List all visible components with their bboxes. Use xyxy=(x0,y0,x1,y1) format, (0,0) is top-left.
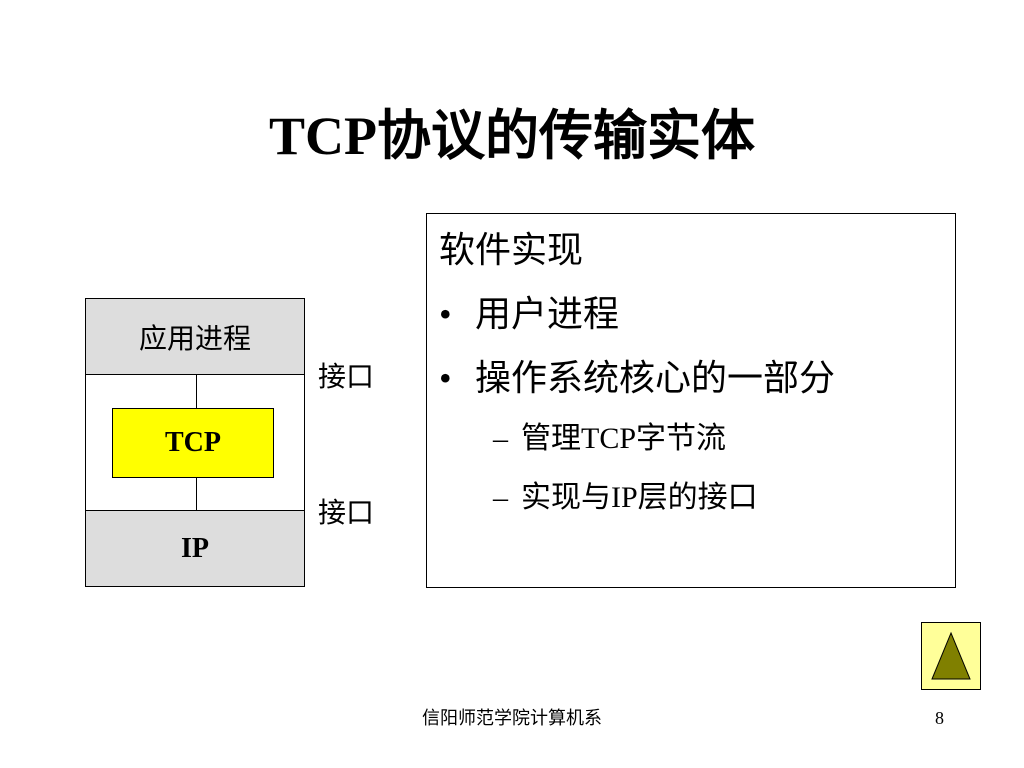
bullet-marker: • xyxy=(439,294,452,334)
sub-bullet-marker: – xyxy=(493,422,508,455)
triangle-up-icon xyxy=(931,631,971,680)
tcp-layer-box: TCP xyxy=(112,408,274,478)
application-layer-label: 应用进程 xyxy=(138,323,251,355)
bullet-text: 操作系统核心的一部分 xyxy=(475,358,836,398)
interface-label-top: 接口 xyxy=(318,362,375,393)
application-layer-box: 应用进程 xyxy=(86,299,304,375)
sub-bullet-marker: – xyxy=(493,481,508,514)
tcp-layer-label: TCP xyxy=(165,427,221,458)
sub-bullet-text: 管理TCP字节流 xyxy=(521,422,727,455)
protocol-stack-diagram: 应用进程 TCP IP xyxy=(85,298,305,587)
ip-layer-label: IP xyxy=(181,532,209,564)
interface-label-bottom: 接口 xyxy=(318,498,375,529)
sub-bullet-item: –管理TCP字节流 xyxy=(493,420,726,458)
sub-bullet-item: –实现与IP层的接口 xyxy=(493,479,758,517)
text-box-heading: 软件实现 xyxy=(439,230,584,270)
bullet-text: 用户进程 xyxy=(475,294,620,334)
connector-line-top xyxy=(196,375,197,408)
ip-layer-box: IP xyxy=(86,510,304,586)
connector-line-bottom xyxy=(196,478,197,511)
navigation-home-button[interactable] xyxy=(921,622,981,690)
sub-bullet-text: 实现与IP层的接口 xyxy=(521,481,758,514)
bullet-item: • 操作系统核心的一部分 xyxy=(439,356,835,400)
page-number: 8 xyxy=(935,708,944,728)
bullet-marker: • xyxy=(439,358,452,398)
bullet-item: • 用户进程 xyxy=(439,292,619,336)
footer-text: 信阳师范学院计算机系 xyxy=(422,708,602,728)
slide-title: TCP协议的传输实体 xyxy=(269,106,755,166)
implementation-text-box: 软件实现 • 用户进程 • 操作系统核心的一部分 –管理TCP字节流 –实现与IP层… xyxy=(426,213,956,588)
